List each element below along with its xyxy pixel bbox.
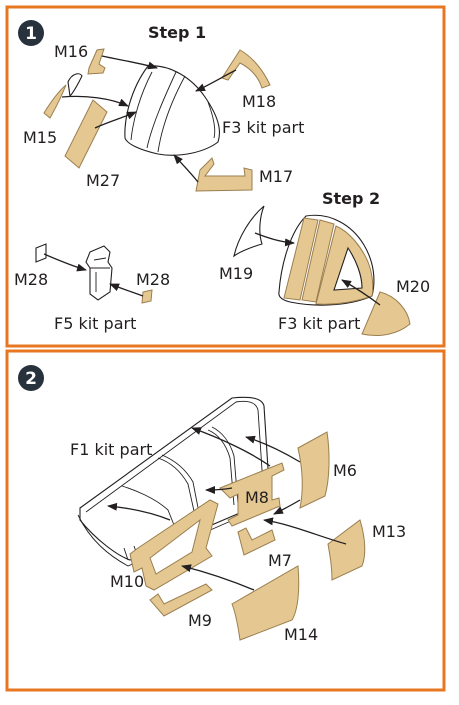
label-m28-left: M28 [14, 270, 48, 289]
label-m18: M18 [242, 92, 276, 111]
label-m9: M9 [188, 611, 212, 630]
label-m20: M20 [396, 277, 430, 296]
label-m7: M7 [268, 551, 292, 570]
arrow-m14 [181, 564, 255, 591]
arrow-m7 [273, 499, 301, 515]
label-m15: M15 [23, 128, 57, 147]
label-m6: M6 [333, 461, 357, 480]
mask-m17 [195, 157, 253, 192]
mask-m27 [64, 99, 108, 169]
label-m16: M16 [54, 42, 88, 61]
arrow-m20 [341, 279, 381, 306]
step-badge-1-number: 1 [25, 24, 37, 44]
label-m14: M14 [284, 625, 318, 644]
panel-1-frame [5, 5, 446, 348]
label-m19: M19 [219, 264, 253, 283]
label-m13: M13 [372, 522, 406, 541]
label-m17: M17 [259, 167, 293, 186]
mask-m7 [237, 527, 276, 556]
arrow-m19 [254, 232, 295, 247]
label-f1-kit-part: F1 kit part [70, 440, 152, 459]
f1-kit-part-drawing [77, 396, 273, 567]
arrow-m16 [101, 55, 158, 70]
panel-2: 2 F1 kit part M6 M8 M7 M13 [5, 349, 446, 692]
arrow-m18 [195, 69, 237, 92]
mask-m19-clear [233, 205, 265, 258]
f3-kit-part-bottom-drawing [278, 214, 375, 306]
mask-m15-clear [67, 73, 83, 98]
arrow-m13 [263, 517, 347, 545]
step-2-title: Step 2 [322, 189, 380, 208]
arrow-m27 [94, 111, 137, 129]
f3-kit-part-top-drawing [124, 65, 221, 156]
panel-2-frame [5, 349, 446, 692]
mask-m18 [221, 49, 271, 89]
label-f3-kit-part-bottom: F3 kit part [278, 314, 360, 333]
mask-m28-left-clear [35, 243, 47, 263]
arrow-m17 [173, 154, 199, 183]
arrow-m15 [61, 95, 129, 107]
label-m27: M27 [86, 171, 120, 190]
arrow-m6 [245, 435, 301, 463]
mask-m8 [219, 462, 285, 527]
f5-kit-part-drawing [85, 245, 113, 301]
label-f5-kit-part: F5 kit part [54, 314, 136, 333]
arrow-m28-right [109, 283, 144, 297]
panel-1: 1 Step 1 M16 M15 M27 M18 F3 kit part [5, 5, 446, 348]
mask-m9 [149, 583, 213, 617]
mask-m13 [327, 519, 366, 581]
arrow-m10 [107, 502, 171, 521]
mask-m6 [297, 431, 330, 509]
step-1-title: Step 1 [148, 23, 206, 42]
mask-m16 [87, 48, 106, 75]
mask-m20 [361, 291, 411, 337]
label-f3-kit-part-top: F3 kit part [222, 118, 304, 137]
step-badge-2: 2 [18, 365, 44, 391]
arrow-m8 [205, 485, 233, 494]
label-m8: M8 [245, 488, 269, 507]
label-m28-right: M28 [136, 270, 170, 289]
step-badge-2-number: 2 [25, 369, 37, 389]
mask-m14 [231, 565, 300, 641]
mask-m15 [43, 84, 67, 119]
label-m10: M10 [110, 572, 144, 591]
arrow-m6-b [191, 427, 271, 467]
arrow-m28-left [43, 253, 87, 272]
mask-m28-right [141, 289, 153, 304]
step-badge-1: 1 [18, 20, 44, 46]
